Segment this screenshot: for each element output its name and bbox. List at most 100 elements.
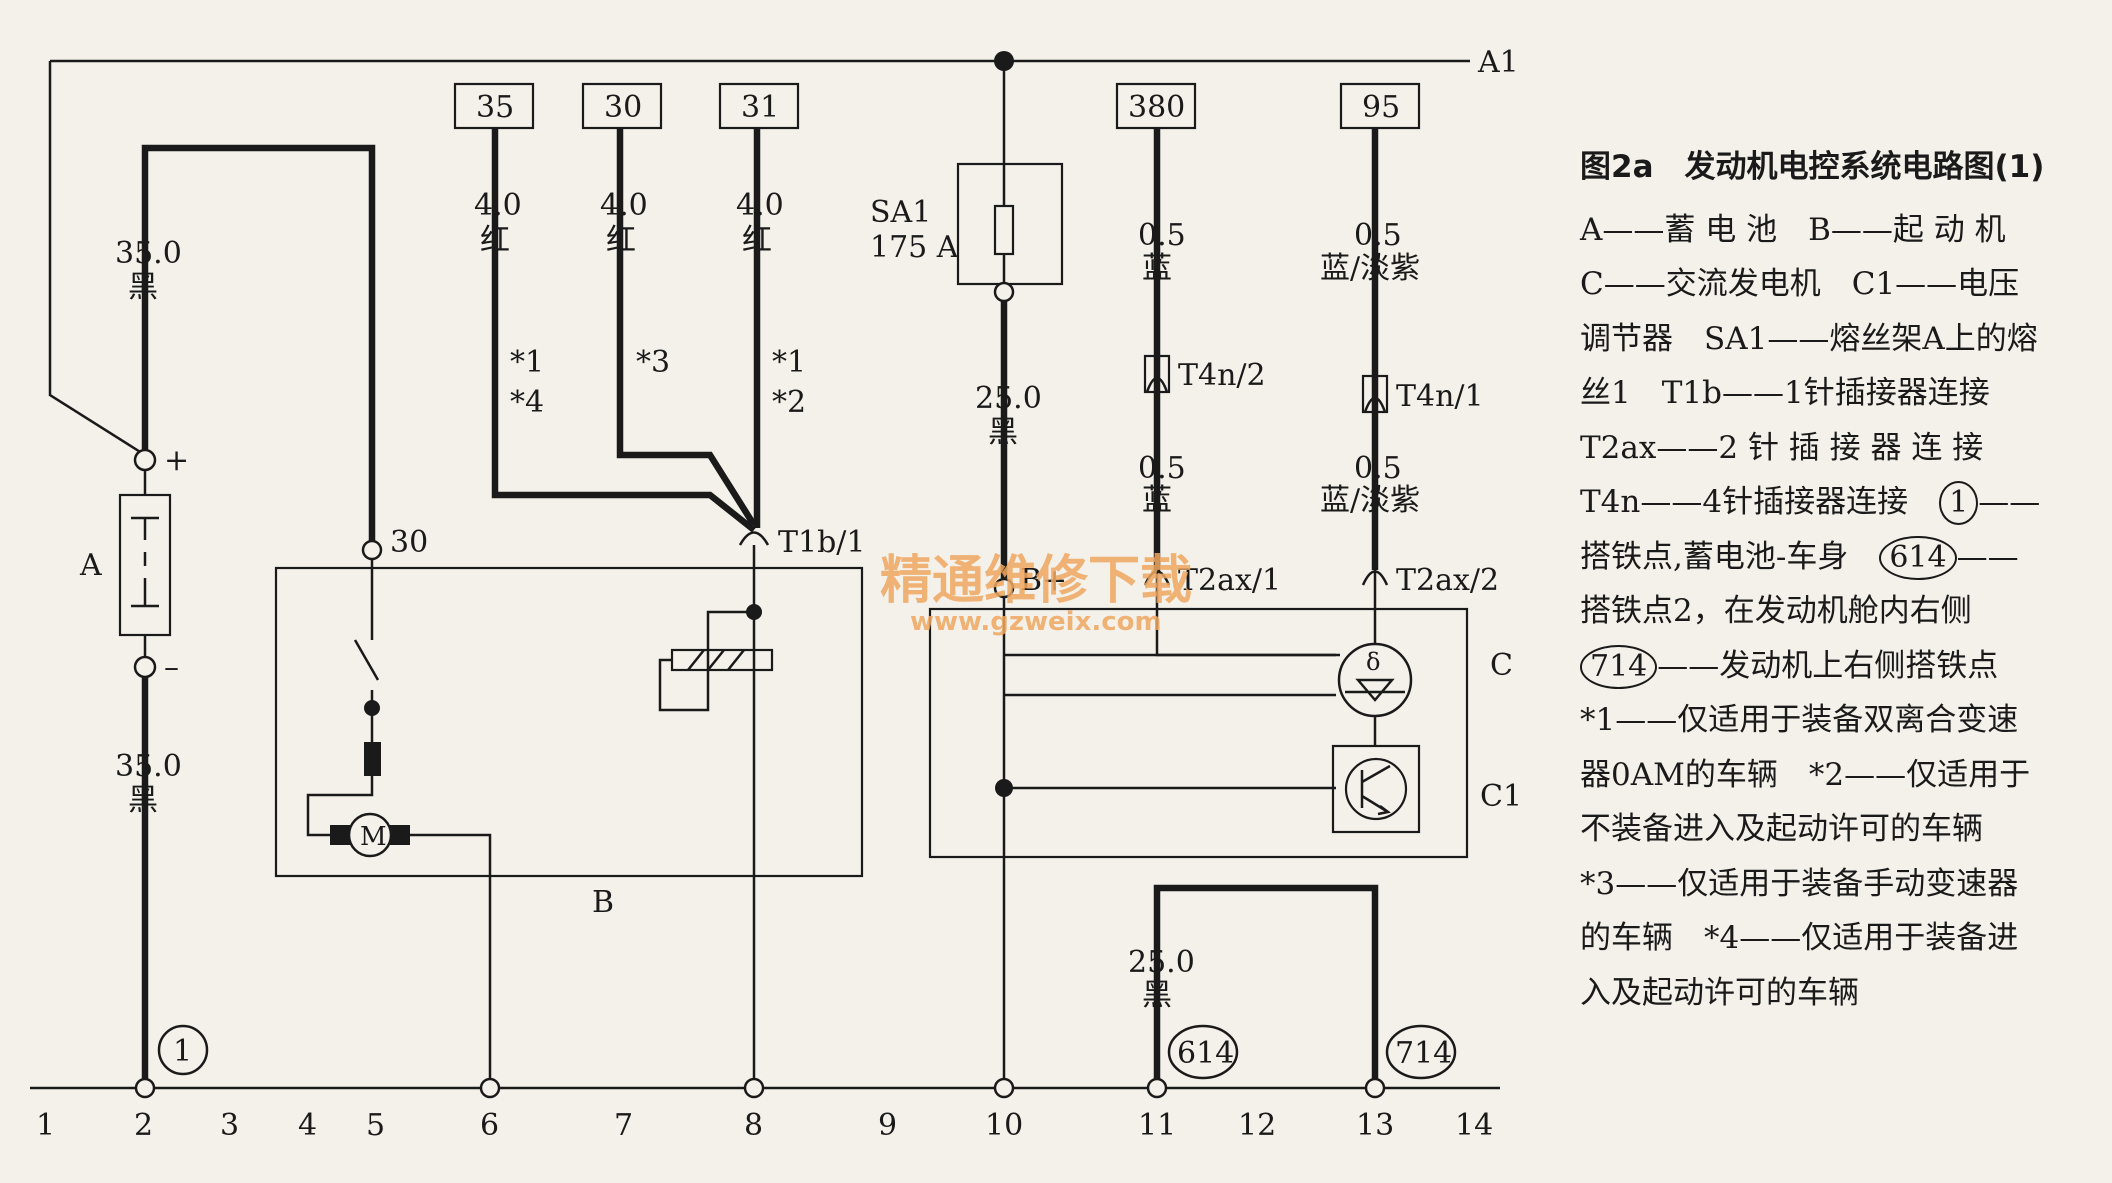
wire-gnd614-color: 黑 bbox=[1142, 978, 1172, 1013]
fuse-holder-box bbox=[956, 162, 1064, 286]
connector-t1b1-symbol bbox=[738, 531, 770, 546]
legend-ground-614-badge: 614 bbox=[1879, 535, 1957, 580]
rail-a1-label: A1 bbox=[1477, 45, 1519, 80]
connector-t4n1-label: T4n/1 bbox=[1396, 379, 1484, 414]
ground-node-13 bbox=[1364, 1077, 1386, 1099]
legend-line: 不装备进入及起动许可的车辆 bbox=[1580, 811, 1983, 847]
wire-bat-bot-size: 35.0 bbox=[115, 749, 182, 784]
wire-bat-top-size: 35.0 bbox=[115, 236, 182, 271]
motor-m-label: M bbox=[360, 822, 387, 852]
figure-title: 图2a 发动机电控系统电路图(1) bbox=[1580, 149, 2045, 185]
wire-380-inner bbox=[1155, 572, 1340, 657]
legend-line: 丝1 T1b——1针插接器连接 bbox=[1580, 375, 1990, 411]
wire-31-size: 4.0 bbox=[736, 188, 784, 223]
wire-fuse-color: 黑 bbox=[988, 415, 1018, 450]
note-31-b: *2 bbox=[772, 385, 806, 420]
alternator-internal-lines bbox=[1004, 653, 1336, 790]
battery-minus-label: – bbox=[164, 650, 179, 685]
watermark-title: 精通维修下载 bbox=[880, 551, 1192, 611]
ground-614-714-wire bbox=[1153, 884, 1379, 1080]
terminal-30-label: 30 bbox=[604, 90, 642, 125]
column-number: 13 bbox=[1356, 1108, 1394, 1143]
connector-t4n2-symbol bbox=[1143, 354, 1171, 394]
connector-t2ax2-symbol bbox=[1361, 570, 1389, 586]
connector-t2ax2-label: T2ax/2 bbox=[1396, 563, 1499, 598]
starter-switch-lines bbox=[353, 559, 380, 745]
wire-380b-size: 0.5 bbox=[1138, 451, 1186, 486]
note-30: *3 bbox=[636, 345, 670, 380]
legend-line: A——蓄 电 池 B——起 动 机 bbox=[1580, 211, 2006, 248]
alternator-c-box bbox=[928, 607, 1469, 859]
wire-gnd614-size: 25.0 bbox=[1128, 945, 1195, 980]
legend-line: 714——发动机上右侧搭铁点 bbox=[1580, 639, 2080, 694]
ground-node-8 bbox=[743, 1077, 765, 1099]
column-number: 14 bbox=[1455, 1108, 1493, 1143]
battery-plus-label: + bbox=[164, 443, 189, 478]
motor-brush-left bbox=[330, 825, 350, 845]
regulator-transistor-lines bbox=[1360, 764, 1391, 816]
wire-30-color: 红 bbox=[606, 223, 636, 258]
connector-t4n2-label: T4n/2 bbox=[1178, 358, 1266, 393]
note-35-b: *4 bbox=[510, 385, 544, 420]
starter-b-box bbox=[274, 566, 864, 878]
legend-ground-1-badge: 1 bbox=[1939, 481, 1979, 525]
solenoid-hatching bbox=[687, 649, 745, 671]
motor-brush-right bbox=[390, 825, 410, 845]
legend-panel: 图2a 发动机电控系统电路图(1) A——蓄 电 池 B——起 动 机 C——交… bbox=[1580, 140, 2080, 1020]
column-number: 1 bbox=[36, 1108, 55, 1143]
terminal-380-label: 380 bbox=[1128, 90, 1185, 125]
ground-point-714-label: 714 bbox=[1395, 1036, 1452, 1071]
wire-95b-size: 0.5 bbox=[1354, 451, 1402, 486]
starter-switch-dot bbox=[364, 700, 380, 716]
wire-bat-bot-color: 黑 bbox=[128, 783, 158, 818]
fuse-sa1-label: SA1 bbox=[870, 195, 931, 230]
wire-35-color: 红 bbox=[480, 223, 510, 258]
legend-line: 的车辆 *4——仅适用于装备进 bbox=[1580, 920, 2019, 956]
wire-95a-color: 蓝/淡紫 bbox=[1320, 251, 1420, 286]
legend-line: 调节器 SA1——熔丝架A上的熔 bbox=[1580, 320, 2038, 357]
column-number: 10 bbox=[985, 1108, 1023, 1143]
starter-label-b: B bbox=[592, 885, 614, 920]
column-number: 9 bbox=[878, 1108, 897, 1143]
circuit-diagram: A1 + – A 35.0 黑 35.0 黑 30 M B 35 30 31 4… bbox=[30, 45, 1522, 1143]
wire-95a-size: 0.5 bbox=[1354, 218, 1402, 253]
column-number: 12 bbox=[1238, 1108, 1276, 1143]
terminal-31-label: 31 bbox=[741, 90, 779, 125]
connector-t2ax1-symbol bbox=[1143, 570, 1171, 586]
connector-t1b1-label: T1b/1 bbox=[778, 525, 866, 560]
legend-line: *3——仅适用于装备手动变速器 bbox=[1580, 865, 2019, 902]
wire-380a-size: 0.5 bbox=[1138, 218, 1186, 253]
wire-bat-top-color: 黑 bbox=[128, 270, 158, 305]
column-number: 8 bbox=[744, 1108, 763, 1143]
wire-380b-color: 蓝 bbox=[1142, 483, 1172, 518]
legend-line: T4n——4针插接器连接 1—— bbox=[1580, 475, 2080, 530]
column-numbers: 1 2 3 4 5 6 7 8 9 10 11 12 13 14 bbox=[36, 1108, 1493, 1143]
note-35-a: *1 bbox=[510, 345, 544, 380]
alternator-label-c: C bbox=[1490, 648, 1513, 683]
legend-line: 搭铁点,蓄电池-车身 614—— bbox=[1580, 530, 2080, 585]
wire-35-line bbox=[491, 128, 757, 533]
column-number: 3 bbox=[220, 1108, 239, 1143]
legend-body: A——蓄 电 池 B——起 动 机 C——交流发电机 C1——电压 调节器 SA… bbox=[1580, 203, 2080, 1021]
connector-t2ax1-label: T2ax/1 bbox=[1178, 563, 1281, 598]
legend-line: 入及起动许可的车辆 bbox=[1580, 974, 1859, 1011]
wire-35-size: 4.0 bbox=[474, 188, 522, 223]
regulator-c1-box bbox=[1331, 744, 1421, 834]
column-number: 4 bbox=[298, 1108, 317, 1143]
starter-coil-wire bbox=[306, 776, 374, 837]
starter-ground-wire bbox=[410, 833, 492, 1080]
battery-cell-marks bbox=[131, 516, 159, 608]
fuse-output-terminal bbox=[993, 281, 1015, 303]
wire-fuse-size: 25.0 bbox=[975, 381, 1042, 416]
wire-95b-color: 蓝/淡紫 bbox=[1320, 483, 1420, 518]
regulator-label-c1: C1 bbox=[1480, 779, 1522, 814]
column-number: 11 bbox=[1138, 1108, 1176, 1143]
ground-node-2 bbox=[134, 1077, 156, 1099]
battery-cable-top bbox=[141, 144, 376, 545]
battery-plus-terminal bbox=[133, 448, 157, 472]
legend-line: *1——仅适用于装备双离合变速 bbox=[1580, 702, 2019, 738]
wire-380a-color: 蓝 bbox=[1142, 251, 1172, 286]
legend-line: C——交流发电机 C1——电压 bbox=[1580, 266, 2020, 302]
column-number: 6 bbox=[480, 1108, 499, 1143]
